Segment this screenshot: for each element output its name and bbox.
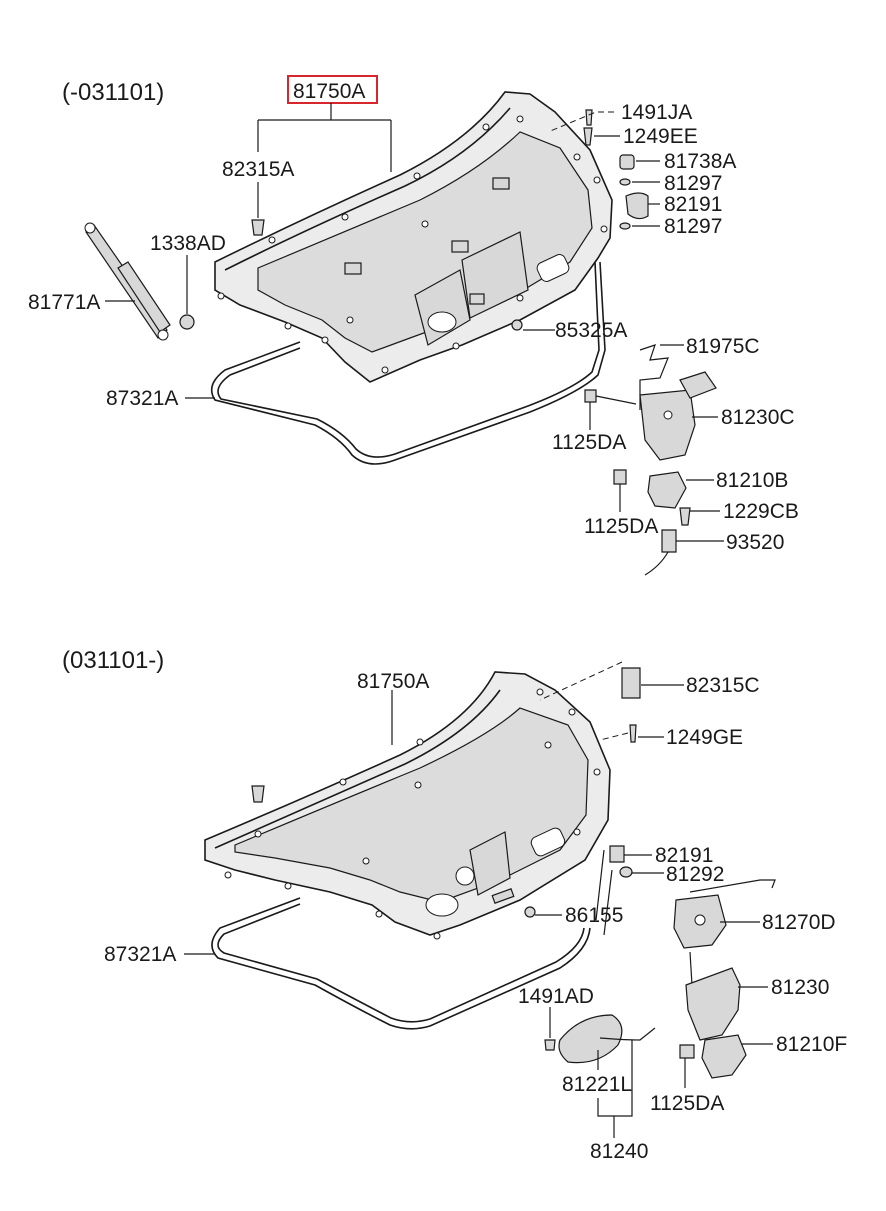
highlight-box — [287, 75, 378, 104]
bolt-1125DA-bottom — [679, 1044, 695, 1059]
part-label-81975C[interactable]: 81975C — [686, 335, 760, 358]
handle-81221L — [558, 1014, 623, 1064]
part-label-81230[interactable]: 81230 — [771, 976, 829, 999]
part-label-87321A-bottom[interactable]: 87321A — [104, 943, 176, 966]
part-label-81240[interactable]: 81240 — [590, 1140, 648, 1163]
part-label-87321A-top[interactable]: 87321A — [106, 387, 178, 410]
part-label-1229CB[interactable]: 1229CB — [723, 500, 799, 523]
part-label-81292[interactable]: 81292 — [666, 863, 724, 886]
part-label-1249EE[interactable]: 1249EE — [623, 125, 698, 148]
part-label-82191-bottom[interactable]: 82191 — [655, 844, 713, 867]
part-label-1125DA-a[interactable]: 1125DA — [552, 431, 626, 454]
part-label-81221L[interactable]: 81221L — [562, 1073, 632, 1096]
clip-86155 — [524, 906, 536, 918]
clip-82315A — [251, 219, 265, 236]
screw-1491JA — [585, 109, 593, 126]
part-label-82315A[interactable]: 82315A — [222, 158, 294, 181]
striker-81210B — [647, 471, 687, 509]
part-label-81230C[interactable]: 81230C — [721, 406, 795, 429]
striker-81210F — [701, 1034, 747, 1079]
part-label-81297-b[interactable]: 81297 — [664, 215, 722, 238]
nut-1338AD — [179, 314, 195, 330]
part-label-81771A[interactable]: 81771A — [28, 291, 100, 314]
top-section: (-031101) 81750A — [28, 75, 799, 576]
bottom-section: (031101-) — [62, 647, 847, 1163]
rod-81270D — [689, 879, 776, 893]
screw-1491AD — [544, 1039, 556, 1051]
part-label-81750A-bottom[interactable]: 81750A — [357, 670, 429, 693]
part-label-1249GE[interactable]: 1249GE — [666, 726, 743, 749]
part-label-1491AD[interactable]: 1491AD — [518, 985, 594, 1008]
trunk-lid-panel-top — [214, 91, 613, 383]
part-label-81210B[interactable]: 81210B — [716, 469, 788, 492]
washer-81297-a — [619, 178, 631, 186]
actuator-81230 — [685, 967, 741, 1041]
switch-93520 — [661, 529, 677, 553]
bracket-81750A-top — [257, 103, 392, 172]
part-label-1125DA-b[interactable]: 1125DA — [584, 515, 658, 538]
bumper-82191-bottom — [609, 845, 625, 863]
rod-81975C — [639, 344, 669, 410]
cap-81292 — [619, 866, 633, 878]
part-label-1491JA[interactable]: 1491JA — [621, 101, 692, 124]
bolt-1125DA-b — [613, 469, 627, 485]
part-label-82315C[interactable]: 82315C — [686, 674, 760, 697]
trunk-lid-panel-bottom — [204, 671, 611, 940]
screw-1229CB — [679, 507, 691, 526]
bolt-1125DA-a — [584, 389, 597, 403]
part-label-86155[interactable]: 86155 — [565, 904, 623, 927]
part-label-81210F[interactable]: 81210F — [776, 1033, 847, 1056]
part-label-1125DA-bottom[interactable]: 1125DA — [650, 1092, 724, 1115]
clip-bottom — [251, 785, 265, 803]
clip-85325A — [511, 319, 523, 331]
gas-strut-81771A — [84, 222, 171, 341]
part-label-81270D[interactable]: 81270D — [762, 911, 836, 934]
weatherstrip-top — [210, 261, 606, 465]
latch-81230C — [639, 389, 696, 461]
top-range-label: (-031101) — [62, 79, 164, 106]
part-label-1338AD[interactable]: 1338AD — [150, 232, 226, 255]
part-label-81750A-top[interactable]: 81750A — [293, 80, 365, 103]
part-label-81297-a[interactable]: 81297 — [664, 172, 722, 195]
washer-81297-b — [619, 222, 631, 230]
screw-1249EE — [583, 127, 593, 146]
bracket-82315C — [621, 667, 641, 699]
weatherstrip-bottom — [211, 897, 591, 1030]
bumper-81738A — [619, 154, 635, 170]
bumper-82191 — [625, 192, 649, 220]
part-label-85325A[interactable]: 85325A — [555, 319, 627, 342]
part-label-81738A[interactable]: 81738A — [664, 150, 736, 173]
screw-1249GE — [629, 724, 637, 743]
part-label-82191-top[interactable]: 82191 — [664, 193, 722, 216]
part-label-93520[interactable]: 93520 — [726, 531, 784, 554]
bottom-range-label: (031101-) — [62, 647, 164, 674]
